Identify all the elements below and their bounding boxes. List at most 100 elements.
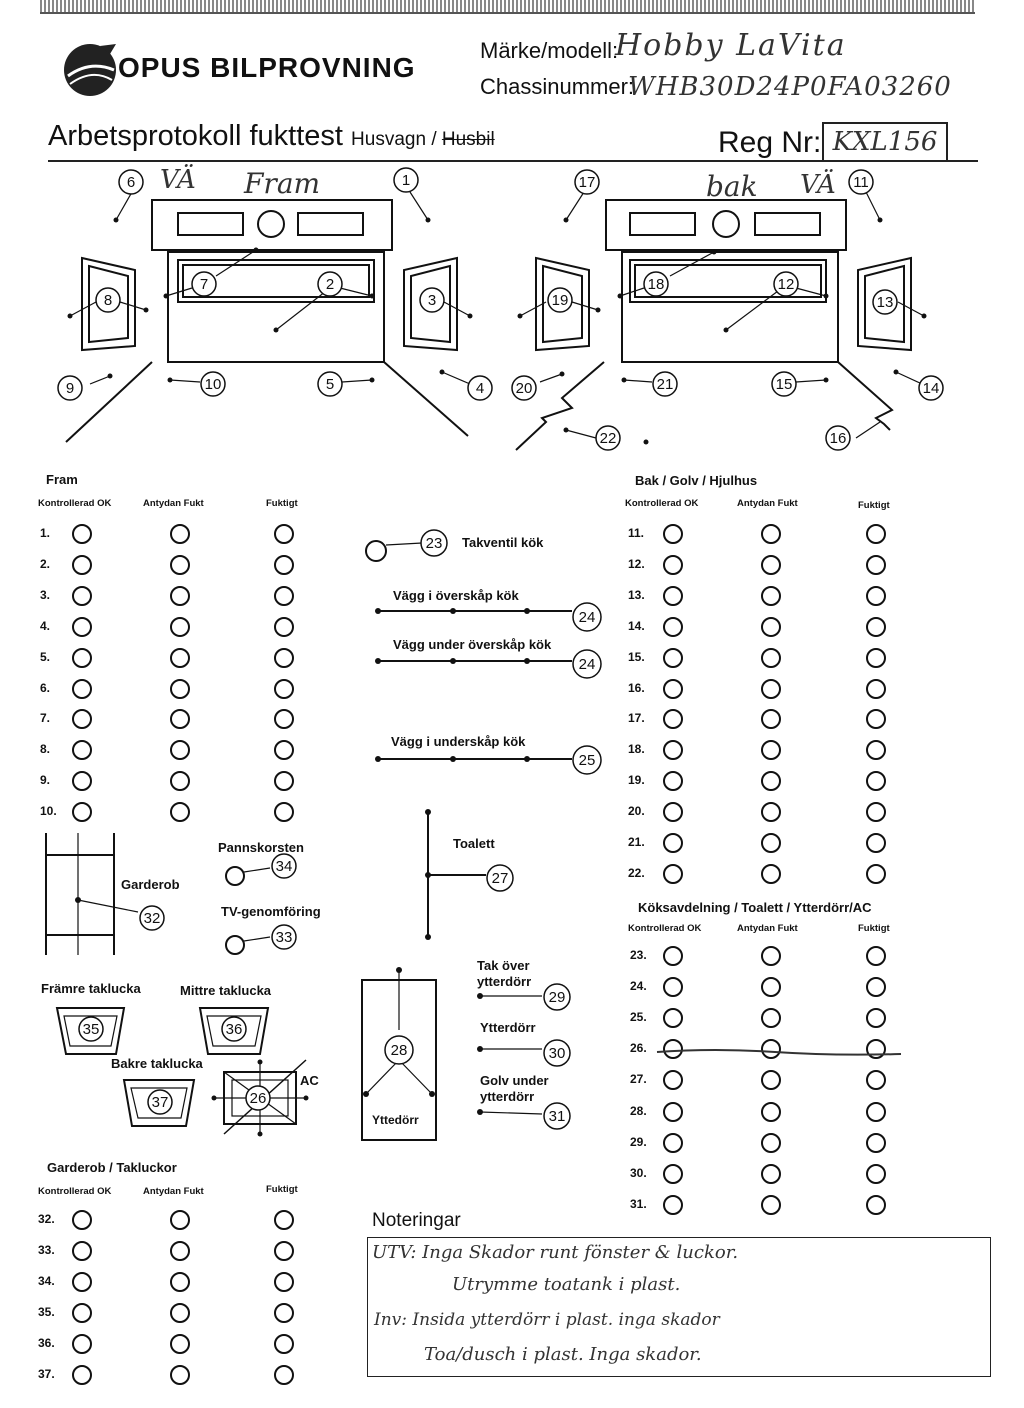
- checkbox-ok[interactable]: [663, 977, 683, 998]
- checkbox-wet[interactable]: [274, 771, 294, 792]
- checkbox-hint[interactable]: [761, 1101, 781, 1122]
- checkbox-wet[interactable]: [866, 585, 886, 606]
- checkbox-hint[interactable]: [761, 585, 781, 606]
- checkbox-wet[interactable]: [866, 946, 886, 966]
- checkbox-ok[interactable]: [72, 554, 92, 575]
- checkbox-hint[interactable]: [170, 585, 190, 606]
- checkbox-hint[interactable]: [170, 1210, 190, 1230]
- checkbox-wet[interactable]: [866, 709, 886, 730]
- checkbox-wet[interactable]: [866, 1039, 886, 1060]
- checkbox-hint[interactable]: [761, 1194, 781, 1215]
- checkbox-wet[interactable]: [866, 616, 886, 637]
- checkbox-ok[interactable]: [663, 740, 683, 761]
- checkbox-ok[interactable]: [663, 802, 683, 823]
- checkbox-hint[interactable]: [170, 1365, 190, 1385]
- checkbox-ok[interactable]: [72, 1210, 92, 1230]
- checkbox-hint[interactable]: [761, 771, 781, 792]
- checkbox-wet[interactable]: [866, 647, 886, 668]
- checkbox-hint[interactable]: [761, 833, 781, 853]
- checkbox-ok[interactable]: [663, 1132, 683, 1153]
- checkbox-hint[interactable]: [761, 524, 781, 544]
- chassis-value[interactable]: WHB30D24P0FA03260: [628, 72, 952, 102]
- checkbox-hint[interactable]: [761, 554, 781, 575]
- checkbox-wet[interactable]: [866, 524, 886, 544]
- checkbox-hint[interactable]: [170, 709, 190, 730]
- checkbox-hint[interactable]: [761, 647, 781, 668]
- checkbox-ok[interactable]: [663, 616, 683, 637]
- checkbox-wet[interactable]: [274, 1272, 294, 1292]
- checkbox-ok[interactable]: [663, 1101, 683, 1122]
- checkbox-wet[interactable]: [866, 863, 886, 884]
- checkbox-ok[interactable]: [663, 1194, 683, 1215]
- checkbox-hint[interactable]: [761, 946, 781, 966]
- checkbox-wet[interactable]: [274, 647, 294, 668]
- checkbox-wet[interactable]: [274, 678, 294, 699]
- checkbox-ok[interactable]: [72, 802, 92, 823]
- checkbox-hint[interactable]: [761, 1039, 781, 1060]
- checkbox-hint[interactable]: [761, 740, 781, 761]
- checkbox-wet[interactable]: [866, 977, 886, 998]
- checkbox-ok[interactable]: [72, 1303, 92, 1323]
- checkbox-wet[interactable]: [866, 1163, 886, 1184]
- checkbox-wet[interactable]: [866, 771, 886, 792]
- checkbox-hint[interactable]: [761, 678, 781, 699]
- reg-value-field[interactable]: KXL156: [822, 122, 948, 162]
- checkbox-ok[interactable]: [663, 1163, 683, 1184]
- notes-box[interactable]: UTV: Inga Skador runt fönster & luckor. …: [367, 1237, 991, 1377]
- checkbox-ok[interactable]: [72, 709, 92, 730]
- make-model-value[interactable]: Hobby LaVita: [615, 28, 847, 63]
- checkbox-ok[interactable]: [663, 771, 683, 792]
- checkbox-ok[interactable]: [663, 554, 683, 575]
- checkbox-wet[interactable]: [274, 1210, 294, 1230]
- checkbox-ok[interactable]: [663, 709, 683, 730]
- checkbox-hint[interactable]: [170, 554, 190, 575]
- checkbox-ok[interactable]: [72, 647, 92, 668]
- checkbox-ok[interactable]: [72, 585, 92, 606]
- checkbox-hint[interactable]: [170, 647, 190, 668]
- checkbox-ok[interactable]: [663, 1039, 683, 1060]
- checkbox-wet[interactable]: [866, 554, 886, 575]
- checkbox-ok[interactable]: [663, 1008, 683, 1029]
- checkbox-wet[interactable]: [274, 1365, 294, 1385]
- checkbox-wet[interactable]: [274, 740, 294, 761]
- checkbox-wet[interactable]: [274, 1303, 294, 1323]
- checkbox-ok[interactable]: [663, 678, 683, 699]
- checkbox-hint[interactable]: [761, 709, 781, 730]
- checkbox-wet[interactable]: [274, 802, 294, 823]
- checkbox-hint[interactable]: [170, 740, 190, 761]
- checkbox-hint[interactable]: [761, 616, 781, 637]
- checkbox-wet[interactable]: [274, 616, 294, 637]
- checkbox-wet[interactable]: [866, 833, 886, 853]
- checkbox-hint[interactable]: [761, 1008, 781, 1029]
- checkbox-wet[interactable]: [866, 740, 886, 761]
- checkbox-ok[interactable]: [72, 771, 92, 792]
- checkbox-wet[interactable]: [866, 678, 886, 699]
- checkbox-wet[interactable]: [274, 1241, 294, 1261]
- checkbox-ok[interactable]: [72, 1365, 92, 1385]
- checkbox-wet[interactable]: [866, 1101, 886, 1122]
- checkbox-ok[interactable]: [72, 740, 92, 761]
- checkbox-ok[interactable]: [663, 946, 683, 966]
- checkbox-hint[interactable]: [170, 771, 190, 792]
- checkbox-hint[interactable]: [170, 1303, 190, 1323]
- checkbox-hint[interactable]: [761, 977, 781, 998]
- checkbox-ok[interactable]: [663, 524, 683, 544]
- checkbox-ok[interactable]: [72, 1272, 92, 1292]
- checkbox-ok[interactable]: [72, 616, 92, 637]
- checkbox-hint[interactable]: [170, 1241, 190, 1261]
- checkbox-hint[interactable]: [761, 1132, 781, 1153]
- checkbox-hint[interactable]: [761, 863, 781, 884]
- checkbox-hint[interactable]: [170, 802, 190, 823]
- checkbox-ok[interactable]: [663, 647, 683, 668]
- checkbox-ok[interactable]: [663, 1070, 683, 1091]
- checkbox-hint[interactable]: [170, 524, 190, 544]
- checkbox-hint[interactable]: [170, 1334, 190, 1354]
- checkbox-ok[interactable]: [663, 585, 683, 606]
- checkbox-wet[interactable]: [274, 524, 294, 544]
- checkbox-ok[interactable]: [72, 1241, 92, 1261]
- checkbox-hint[interactable]: [170, 616, 190, 637]
- checkbox-ok[interactable]: [72, 678, 92, 699]
- checkbox-wet[interactable]: [274, 554, 294, 575]
- checkbox-ok[interactable]: [663, 833, 683, 853]
- checkbox-ok[interactable]: [72, 1334, 92, 1354]
